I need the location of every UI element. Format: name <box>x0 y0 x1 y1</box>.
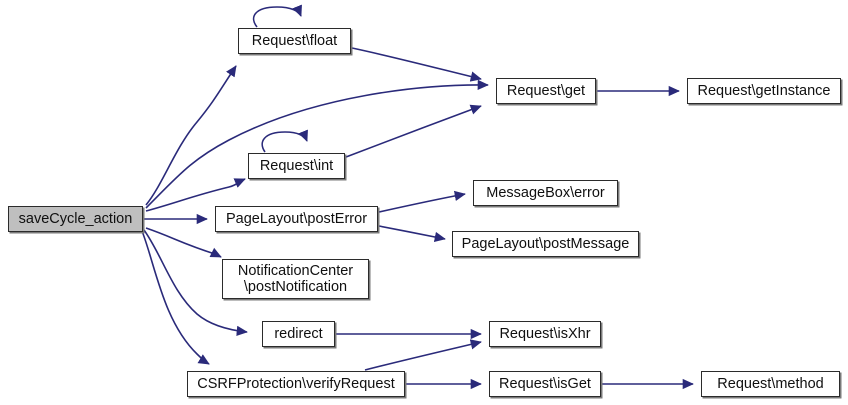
node-label: CSRFProtection\verifyRequest <box>197 375 395 392</box>
node-messagebox_error[interactable]: MessageBox\error <box>473 180 618 206</box>
node-request_getinstance[interactable]: Request\getInstance <box>687 78 841 104</box>
node-pagelayout_posterror[interactable]: PageLayout\postError <box>215 206 378 232</box>
node-pagelayout_postmessage[interactable]: PageLayout\postMessage <box>452 231 639 257</box>
node-label: redirect <box>274 325 323 342</box>
node-label: NotificationCenter \postNotification <box>237 262 354 295</box>
node-label: saveCycle_action <box>18 210 133 227</box>
edge-pagelayout_posterror-to-messagebox_error <box>378 190 466 213</box>
node-label: Request\method <box>717 375 824 392</box>
node-label: MessageBox\error <box>486 184 605 201</box>
edge-request_float-self-loop <box>252 4 302 28</box>
node-request_method[interactable]: Request\method <box>701 371 840 397</box>
edge-saveCycle_action-to-redirect <box>143 229 248 337</box>
node-request_isget[interactable]: Request\isGet <box>489 371 601 397</box>
node-redirect[interactable]: redirect <box>262 321 335 347</box>
edge-saveCycle_action-to-notificationcenter <box>145 227 222 258</box>
edge-request_float-to-request_get <box>351 47 482 82</box>
node-request_int[interactable]: Request\int <box>248 153 345 179</box>
node-notificationcenter-postnotification[interactable]: NotificationCenter \postNotification <box>222 259 369 299</box>
node-label: Request\isXhr <box>499 325 591 342</box>
edge-saveCycle_action-to-request_int <box>145 178 246 212</box>
edge-request_int-to-request_get <box>345 104 482 158</box>
node-label: Request\get <box>506 82 586 99</box>
edge-saveCycle_action-to-request_float <box>145 65 237 206</box>
node-label: Request\int <box>259 157 334 174</box>
node-csrf_verifyrequest[interactable]: CSRFProtection\verifyRequest <box>187 371 405 397</box>
edge-csrf_verifyrequest-to-request_isxhr <box>364 339 482 371</box>
edge-pagelayout_posterror-to-pagelayout_postmessage <box>378 225 446 243</box>
edge-saveCycle_action-to-request_get <box>145 79 489 209</box>
node-label: PageLayout\postError <box>225 210 368 227</box>
node-label: Request\isGet <box>499 375 591 392</box>
node-request_float[interactable]: Request\float <box>238 28 351 54</box>
node-label: PageLayout\postMessage <box>461 235 630 252</box>
edge-saveCycle_action-to-csrf_verifyrequest <box>141 230 210 365</box>
node-saveCycle_action[interactable]: saveCycle_action <box>8 206 143 232</box>
node-request_get[interactable]: Request\get <box>496 78 596 104</box>
node-request_isxhr[interactable]: Request\isXhr <box>489 321 601 347</box>
edge-request_int-self-loop <box>261 129 308 153</box>
node-label: Request\float <box>251 32 338 49</box>
node-label: Request\getInstance <box>697 82 831 99</box>
